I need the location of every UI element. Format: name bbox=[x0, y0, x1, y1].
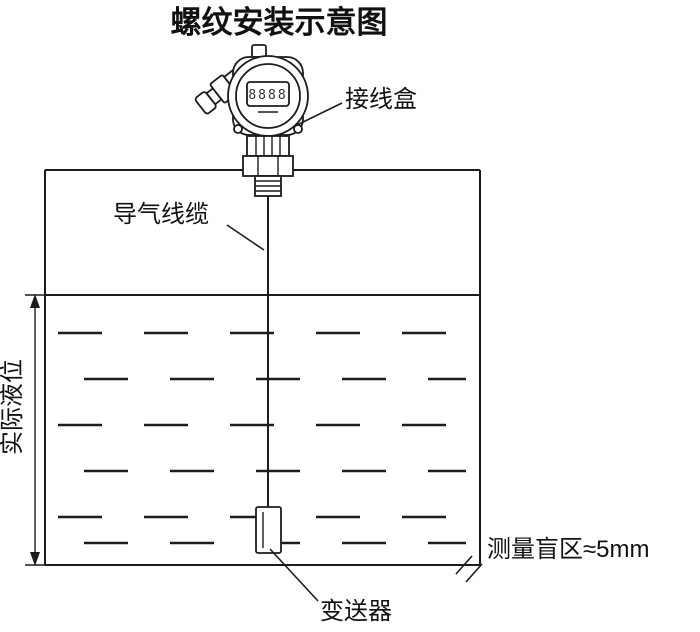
probe-body bbox=[255, 506, 282, 554]
actual-level-label: 实际液位 bbox=[0, 359, 26, 455]
junction-box-leader bbox=[296, 102, 343, 126]
top-vent bbox=[251, 44, 267, 58]
liquid-level-dimension: 实际液位 bbox=[0, 294, 45, 566]
hex-nut bbox=[242, 155, 294, 177]
arrow-up-icon bbox=[30, 294, 40, 308]
transmitter-label: 变送器 bbox=[320, 598, 392, 625]
tank bbox=[44, 169, 481, 566]
bolt-left-icon bbox=[233, 124, 243, 134]
blind-zone-tick bbox=[465, 563, 483, 583]
transmitter-leader bbox=[269, 548, 319, 602]
probe bbox=[255, 506, 282, 554]
blind-zone-label: 测量盲区≈5mm bbox=[487, 536, 650, 563]
air-cable-label: 导气线缆 bbox=[113, 201, 209, 228]
junction-box-label: 接线盒 bbox=[345, 86, 417, 113]
bolt-right-icon bbox=[293, 124, 303, 134]
transmitter-head: 8888 bbox=[194, 44, 309, 197]
annotations: 接线盒 导气线缆 变送器 测量盲区≈5mm bbox=[113, 86, 650, 625]
lcd-digits: 8888 bbox=[248, 88, 287, 103]
lcd-window bbox=[246, 81, 290, 107]
neck bbox=[246, 135, 290, 157]
blind-zone-tick bbox=[455, 555, 473, 575]
arrow-down-icon bbox=[30, 552, 40, 566]
page-title: 螺纹安装示意图 bbox=[171, 5, 388, 40]
air-cable-leader bbox=[226, 224, 265, 251]
